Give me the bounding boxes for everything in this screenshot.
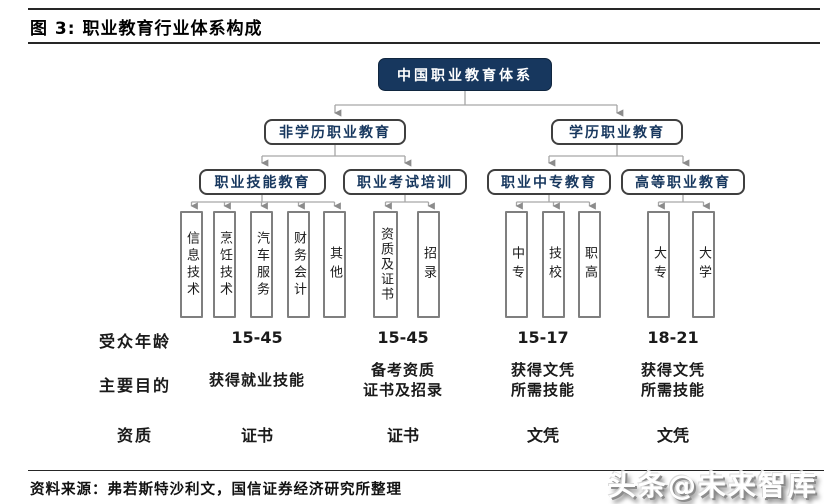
leaf-node: 招录: [417, 211, 440, 318]
leaf-node: 财务会计: [287, 211, 310, 318]
leaf-node: 技校: [542, 211, 565, 318]
leaf-node: 烹饪技术: [213, 211, 236, 318]
qualification-value: 证书: [386, 426, 419, 445]
purpose-value: 获得文凭 所需技能: [510, 360, 575, 399]
bottom-rule: [28, 470, 824, 471]
row-label-main-purpose: 主要目的: [98, 376, 171, 395]
qualification-value: 文凭: [526, 426, 559, 445]
row-label-audience-age: 受众年龄: [98, 332, 171, 351]
age-value: 18-21: [647, 328, 699, 347]
top-rule: [28, 8, 820, 10]
root-node: 中国职业教育体系: [378, 58, 552, 91]
branch-node-skill-education: 职业技能教育: [199, 169, 326, 195]
leaf-node: 资质及证书: [373, 211, 398, 318]
qualification-value: 文凭: [656, 426, 689, 445]
branch-node-secondary-vocational: 职业中专教育: [487, 169, 611, 195]
source-note: 资料来源：弗若斯特沙利文，国信证券经济研究所整理: [30, 482, 402, 498]
qualification-value: 证书: [240, 426, 273, 445]
purpose-value: 备考资质 证书及招录: [362, 360, 443, 399]
leaf-node: 汽车服务: [250, 211, 273, 318]
purpose-value: 获得文凭 所需技能: [640, 360, 705, 399]
leaf-node: 中专: [505, 211, 528, 318]
age-value: 15-17: [517, 328, 569, 347]
branch-node-non-degree: 非学历职业教育: [264, 119, 406, 145]
age-value: 15-45: [231, 328, 283, 347]
leaf-node: 大学: [692, 211, 715, 318]
watermark: 头条@未来智库: [607, 469, 818, 502]
leaf-node: 大专: [647, 211, 670, 318]
title-rule: [28, 42, 820, 44]
branch-node-higher-vocational: 高等职业教育: [621, 169, 745, 195]
figure-title: 图 3: 职业教育行业体系构成: [30, 19, 263, 39]
leaf-node: 其他: [323, 211, 346, 318]
purpose-value: 获得就业技能: [208, 370, 305, 389]
branch-node-exam-training: 职业考试培训: [343, 169, 467, 195]
leaf-node: 信息技术: [180, 211, 203, 318]
leaf-node: 职高: [578, 211, 601, 318]
age-value: 15-45: [377, 328, 429, 347]
branch-node-degree: 学历职业教育: [551, 119, 683, 145]
row-label-qualification: 资质: [116, 426, 153, 445]
